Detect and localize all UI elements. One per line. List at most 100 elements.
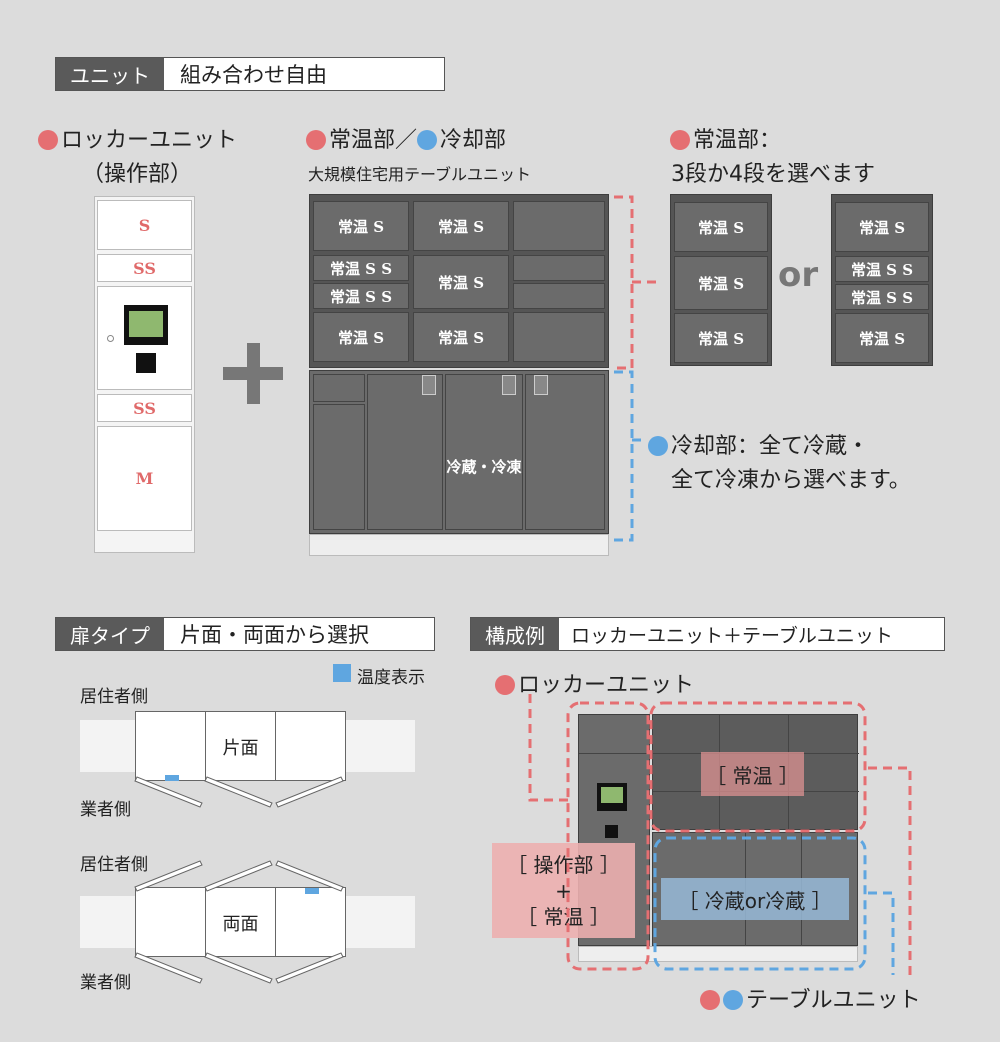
single-plan: 片面	[135, 711, 346, 781]
vendor-side-label-1: 業者側	[80, 800, 131, 820]
upper-mid-cell-2: 常温 S	[413, 255, 509, 309]
cool-note-1-text: 冷却部：全て冷蔵・	[671, 434, 870, 459]
upper-left-cell-2: 常温 S S	[313, 255, 409, 281]
upper-left-cell-3: 常温 S S	[313, 283, 409, 309]
option-a-cell-2: 常温 S	[674, 256, 768, 310]
plus-icon-v	[247, 343, 260, 404]
door-handle	[534, 375, 548, 395]
lower-door-3	[445, 374, 523, 530]
divider	[205, 712, 206, 780]
option-a-unit: 常温 S 常温 S 常温 S	[670, 194, 772, 366]
lower-door-1	[313, 404, 365, 530]
locker-unit-title: ロッカーユニット	[38, 122, 237, 154]
example-tag-dark: 構成例	[471, 618, 559, 650]
op-box-line-3: ［ 常温 ］	[517, 904, 610, 929]
lower-door-2	[367, 374, 443, 530]
divider	[205, 888, 206, 956]
example-table-label-text: テーブルユニット	[746, 988, 921, 1013]
resident-side-label-2: 居住者側	[80, 855, 148, 875]
door-tag-light: 片面・両面から選択	[164, 618, 434, 650]
upper-right-cell-1	[513, 201, 605, 251]
normal-note-2: 3段か4段を選べます	[671, 162, 875, 187]
or-text: or	[778, 255, 819, 295]
red-dot-icon	[670, 130, 690, 150]
door-handle	[422, 375, 436, 395]
option-b-unit: 常温 S 常温 S S 常温 S S 常温 S	[831, 194, 933, 366]
table-title-b: 冷却部	[440, 128, 507, 153]
table-unit-sub: 大規模住宅用テーブルユニット	[308, 165, 532, 184]
locker-cell-ss: SS	[97, 254, 192, 282]
example-screen	[597, 783, 627, 811]
red-dot-icon	[38, 130, 58, 150]
divider	[275, 712, 276, 780]
blue-dot-icon	[417, 130, 438, 150]
example-section-tag: 構成例 ロッカーユニット＋テーブルユニット	[470, 617, 945, 651]
example-locker-label-text: ロッカーユニット	[518, 673, 695, 698]
upper-right-cell-4	[513, 312, 605, 362]
option-b-cell-3: 常温 S S	[835, 284, 929, 310]
upper-mid-cell-3: 常温 S	[413, 312, 509, 362]
vendor-side-label-2: 業者側	[80, 973, 131, 993]
keyhole-icon	[107, 335, 114, 342]
example-locker-label: ロッカーユニット	[495, 667, 694, 699]
upper-mid-cell-1: 常温 S	[413, 201, 509, 251]
temp-indicator	[305, 888, 319, 894]
normal-note-1: 常温部：	[670, 122, 781, 154]
locker-unit: S SS SS M	[94, 196, 195, 553]
upper-left-cell-1: 常温 S	[313, 201, 409, 251]
single-label: 片面	[222, 738, 259, 759]
red-dot-icon	[700, 990, 720, 1010]
example-tag-light: ロッカーユニット＋テーブルユニット	[559, 618, 944, 650]
red-dot-icon	[495, 675, 515, 695]
unit-tag-dark: ユニット	[56, 58, 164, 90]
option-a-cell-3: 常温 S	[674, 313, 768, 363]
op-box-line-1: ［ 操作部 ］	[507, 852, 620, 877]
blue-dot-icon	[723, 990, 743, 1010]
temp-legend-label: 温度表示	[357, 668, 425, 688]
resident-side-label-1: 居住者側	[80, 687, 148, 707]
door-tag-dark: 扉タイプ	[56, 618, 164, 650]
locker-unit-sub: （操作部）	[82, 162, 193, 187]
upper-right-cell-2	[513, 255, 605, 281]
example-table-label: テーブルユニット	[700, 982, 921, 1014]
card-reader	[136, 353, 156, 373]
blue-dot-icon	[648, 436, 668, 456]
example-normal-box: ［ 常温 ］	[701, 752, 804, 796]
table-unit-title: 常温部／ 冷却部	[306, 122, 506, 154]
double-plan: 両面	[135, 887, 346, 957]
cool-note-1: 冷却部：全て冷蔵・	[648, 428, 869, 460]
table-unit: 常温 S 常温 S S 常温 S S 常温 S 常温 S 常温 S 常温 S 冷…	[309, 194, 609, 557]
divider	[275, 888, 276, 956]
unit-tag-light: 組み合わせ自由	[164, 58, 444, 90]
example-cool-box: ［ 冷蔵or冷蔵 ］	[661, 878, 849, 920]
door-section-tag: 扉タイプ 片面・両面から選択	[55, 617, 435, 651]
touch-screen	[124, 305, 168, 345]
unit-section-tag: ユニット 組み合わせ自由	[55, 57, 445, 91]
screen-display	[601, 787, 623, 803]
lower-label: 冷蔵・冷凍	[446, 458, 522, 476]
locker-cell-ss-2: SS	[97, 394, 192, 422]
door-handle	[502, 375, 516, 395]
temp-indicator	[165, 775, 179, 781]
table-base	[309, 534, 609, 556]
option-b-cell-1: 常温 S	[835, 202, 929, 252]
locker-title-text: ロッカーユニット	[61, 128, 238, 153]
double-label: 両面	[222, 914, 259, 935]
red-dot-icon	[306, 130, 326, 150]
locker-cell-m: M	[97, 426, 192, 531]
example-card-reader	[605, 825, 618, 838]
option-b-cell-2: 常温 S S	[835, 256, 929, 282]
option-a-cell-1: 常温 S	[674, 202, 768, 252]
cool-note-2: 全て冷凍から選べます。	[671, 468, 911, 493]
upper-left-cell-4: 常温 S	[313, 312, 409, 362]
operation-panel	[97, 286, 192, 390]
table-title-a: 常温部／	[329, 128, 418, 153]
normal-note-1-text: 常温部：	[693, 128, 782, 153]
locker-cell-s: S	[97, 200, 192, 250]
example-op-box: ［ 操作部 ］ + ［ 常温 ］	[492, 843, 635, 938]
option-b-cell-4: 常温 S	[835, 313, 929, 363]
divider	[579, 753, 651, 754]
